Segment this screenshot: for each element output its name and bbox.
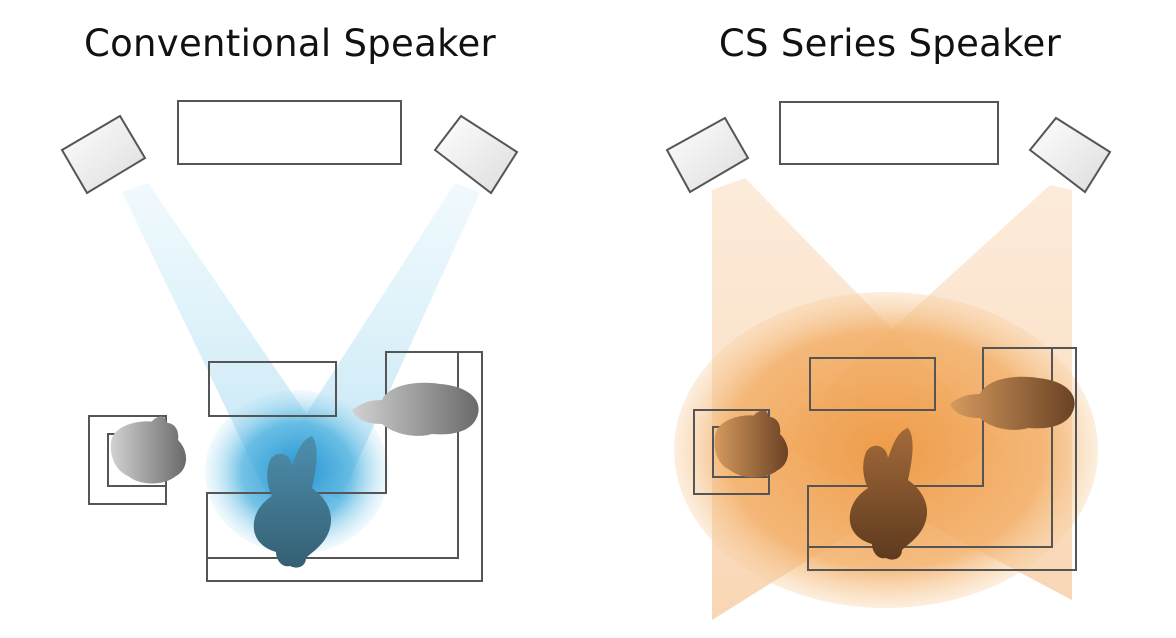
speaker-right: [433, 114, 519, 195]
cs-person-sofa-side: [950, 376, 1075, 430]
cs-speaker-left: [665, 116, 750, 194]
cs-speaker-right: [1028, 116, 1112, 194]
cs-coffee-table: [809, 357, 936, 411]
cs-tv-screen: [779, 101, 999, 165]
cs-person-sofa-center: [849, 428, 928, 560]
person-sofa-center: [253, 436, 332, 568]
conventional-panel: [60, 100, 519, 582]
person-armchair: [110, 416, 187, 484]
cs-person-armchair: [714, 410, 789, 478]
cs-series-speaker-title: CS Series Speaker: [718, 22, 1062, 65]
person-sofa-side: [352, 382, 479, 436]
cs-series-panel: [665, 101, 1112, 620]
speaker-left: [60, 114, 147, 195]
tv-screen: [177, 100, 402, 165]
listening-field: [674, 292, 1098, 608]
coffee-table: [208, 361, 337, 417]
conventional-speaker-title: Conventional Speaker: [83, 22, 497, 65]
